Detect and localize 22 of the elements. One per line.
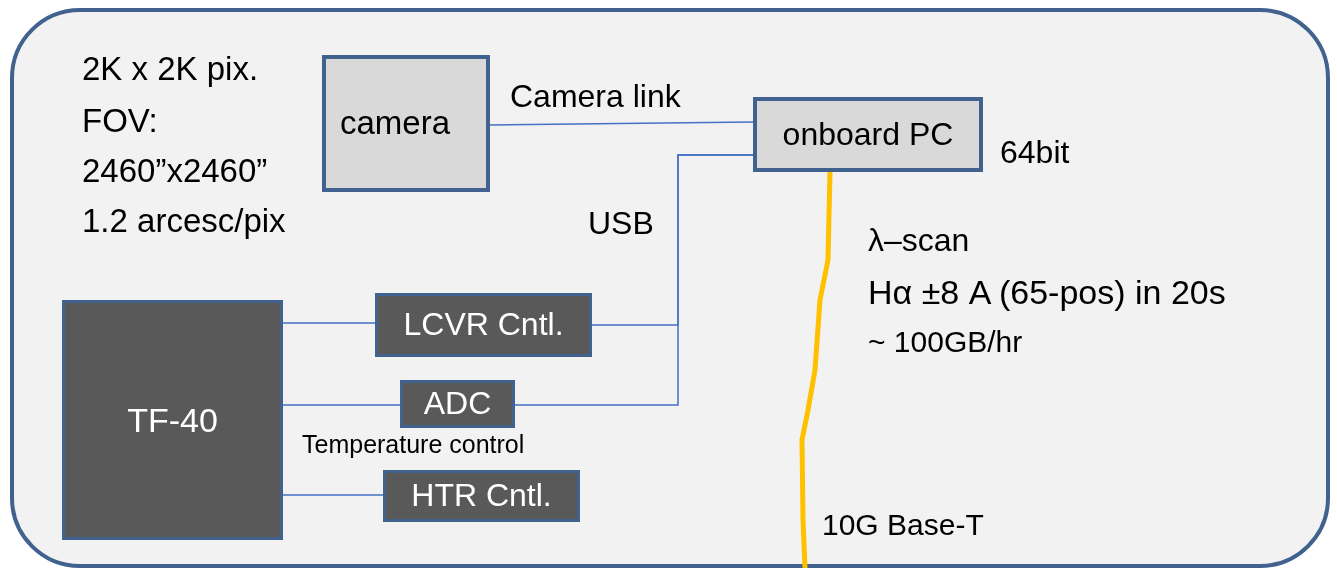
connector-line: [282, 404, 401, 406]
connector-line: [282, 494, 384, 496]
connector-line: [282, 322, 376, 324]
process-box: onboard PC: [753, 97, 983, 172]
annotation-text: 2K x 2K pix.: [82, 49, 259, 89]
controller-box: ADC: [400, 380, 515, 428]
network-cable: [799, 171, 833, 569]
panel-background: [10, 8, 1330, 568]
controller-box: HTR Cntl.: [383, 470, 580, 522]
process-box: camera: [322, 55, 490, 192]
annotation-text: 2460”x2460”: [82, 151, 268, 191]
annotation-text: λ–scan: [868, 221, 970, 260]
node-caption: Temperature control: [302, 429, 525, 460]
controller-box: LCVR Cntl.: [375, 293, 592, 357]
controller-box: TF-40: [62, 300, 283, 540]
annotation-text: 1.2 arcesc/pix: [82, 201, 286, 241]
connector-line: [514, 154, 754, 406]
annotation-text: Hα ±8 A (65-pos) in 20s: [868, 272, 1226, 313]
annotation-text: FOV:: [82, 101, 158, 141]
node-caption: 64bit: [1000, 133, 1070, 172]
connector-line: [489, 121, 754, 126]
annotation-text: ~ 100GB/hr: [868, 324, 1023, 360]
